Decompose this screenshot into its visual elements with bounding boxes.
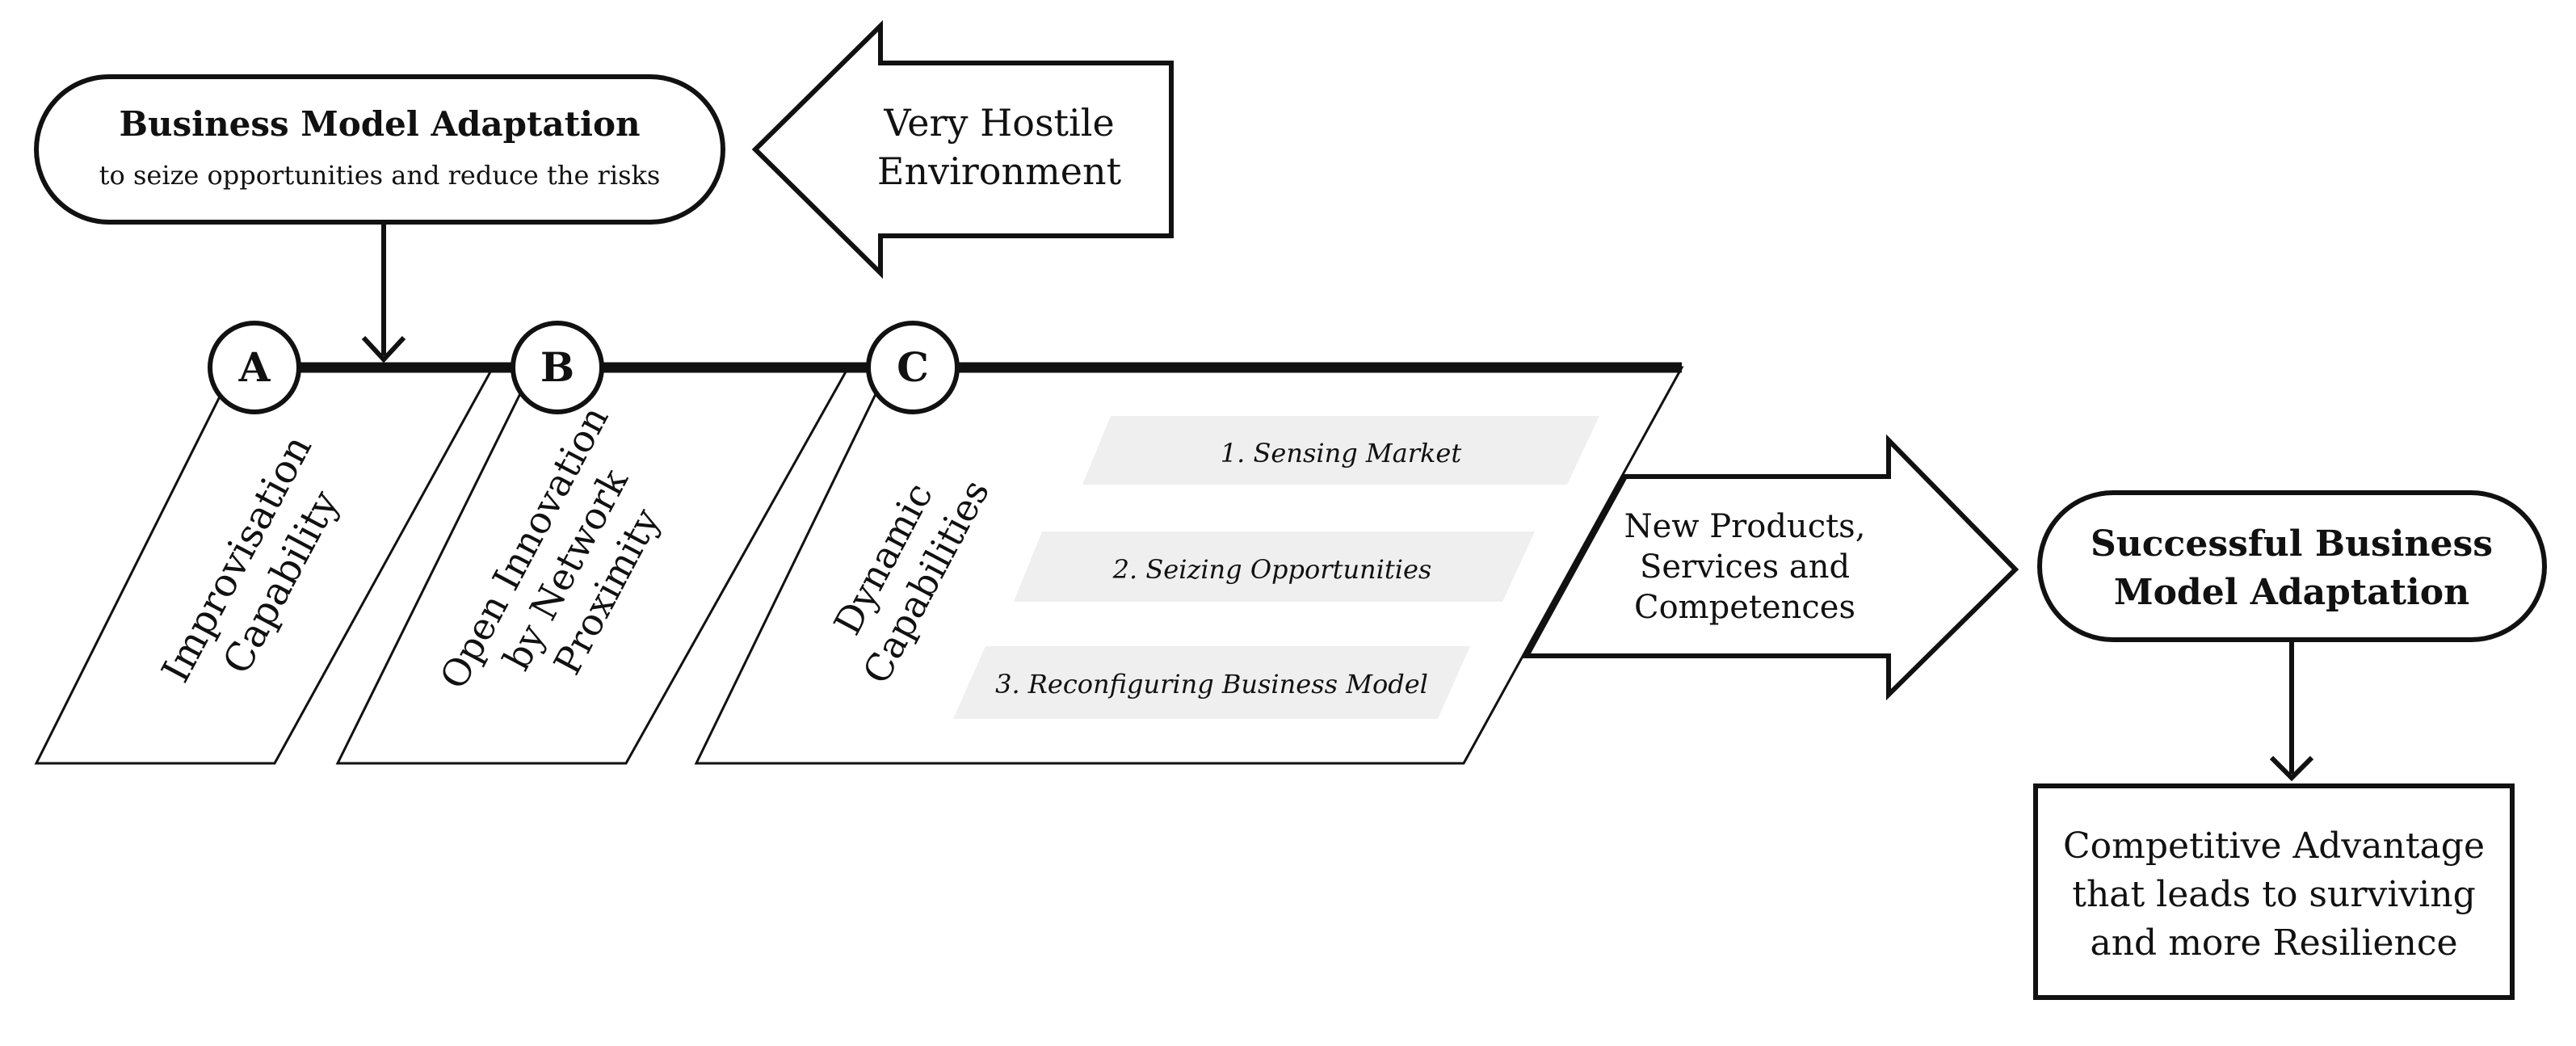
stage-b-marker: B xyxy=(511,321,604,414)
top-box-down-arrow xyxy=(361,222,406,363)
stage-a-letter: A xyxy=(238,343,271,391)
top-adaptation-box: Business Model Adaptation to seize oppor… xyxy=(34,74,725,225)
hostile-line-1: Very Hostile xyxy=(883,101,1114,145)
output-line-1: New Products, xyxy=(1624,508,1866,545)
final-line-3: and more Resilience xyxy=(2090,922,2457,964)
step-band-1 xyxy=(1082,416,1599,485)
result-line-1: Successful Business xyxy=(2091,523,2493,565)
top-box-title: Business Model Adaptation xyxy=(119,104,640,144)
hostile-environment-arrow: Very Hostile Environment xyxy=(751,19,1174,279)
stage-c-marker: C xyxy=(866,321,960,414)
stage-a-marker: A xyxy=(208,321,301,414)
step-band-2 xyxy=(1014,531,1535,602)
result-line-2: Model Adaptation xyxy=(2114,572,2469,613)
hostile-line-2: Environment xyxy=(877,149,1122,193)
final-line-1: Competitive Advantage xyxy=(2063,825,2485,867)
stage-b-letter: B xyxy=(540,343,574,391)
capability-steps: 1. Sensing Market 2. Seizing Opportuniti… xyxy=(953,416,1599,719)
output-line-2: Services and xyxy=(1640,548,1850,586)
step-band-3 xyxy=(953,646,1470,719)
final-line-2: that leads to surviving xyxy=(2072,874,2475,915)
output-arrow: New Products, Services and Competences xyxy=(1522,434,2019,701)
result-down-arrow xyxy=(2269,640,2314,782)
result-box: Successful Business Model Adaptation xyxy=(2037,490,2547,642)
final-box: Competitive Advantage that leads to surv… xyxy=(2033,783,2515,1000)
step-label-2: 2. Seizing Opportunities xyxy=(1112,554,1432,585)
stage-c-letter: C xyxy=(897,343,929,391)
output-line-3: Competences xyxy=(1634,589,1855,626)
top-box-subtitle: to seize opportunities and reduce the ri… xyxy=(99,160,661,191)
step-label-3: 3. Reconfiguring Business Model xyxy=(995,669,1428,699)
step-label-1: 1. Sensing Market xyxy=(1221,438,1462,468)
